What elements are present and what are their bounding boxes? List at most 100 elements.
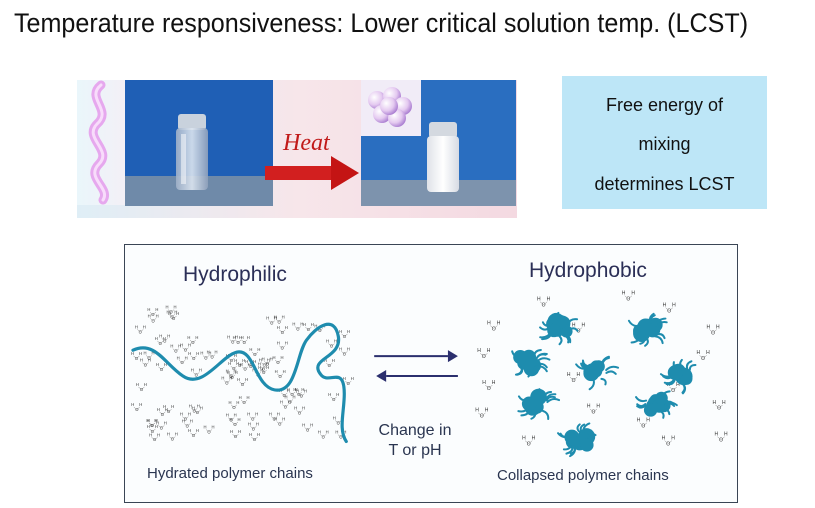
svg-text:H: H <box>266 361 269 366</box>
svg-text:H: H <box>343 430 346 435</box>
collapsed-globule-icon <box>511 348 551 378</box>
svg-text:H: H <box>287 388 290 393</box>
svg-text:H: H <box>274 417 277 422</box>
svg-text:H: H <box>226 368 229 373</box>
svg-text:O: O <box>487 386 491 392</box>
svg-text:H: H <box>235 370 238 375</box>
svg-text:H: H <box>230 417 233 422</box>
svg-text:H: H <box>310 423 313 428</box>
change-line-1: Change in <box>378 422 452 439</box>
svg-text:H: H <box>339 329 342 334</box>
cloudy-vial-icon <box>427 122 459 192</box>
svg-text:H: H <box>168 311 171 316</box>
svg-text:H: H <box>190 419 193 424</box>
svg-text:H: H <box>672 303 676 309</box>
svg-text:H: H <box>195 335 198 340</box>
svg-text:H: H <box>274 314 277 319</box>
svg-text:O: O <box>717 406 721 412</box>
free-energy-line-3: determines LCST <box>594 174 735 194</box>
svg-text:H: H <box>285 325 288 330</box>
svg-text:H: H <box>144 350 147 355</box>
svg-text:H: H <box>174 309 177 314</box>
svg-text:H: H <box>277 412 280 417</box>
svg-text:H: H <box>487 348 491 354</box>
collapsed-globule-icon <box>539 311 579 346</box>
svg-text:O: O <box>527 441 531 447</box>
svg-text:O: O <box>626 297 630 303</box>
svg-text:H: H <box>188 343 191 348</box>
svg-text:H: H <box>247 412 250 417</box>
svg-text:H: H <box>332 358 335 363</box>
svg-text:O: O <box>671 388 675 394</box>
hydrophilic-heading: Hydrophilic <box>183 263 287 286</box>
svg-text:H: H <box>248 421 251 426</box>
svg-text:H: H <box>199 368 202 373</box>
svg-text:H: H <box>296 389 299 394</box>
svg-text:H: H <box>347 346 350 351</box>
svg-text:H: H <box>192 405 195 410</box>
svg-text:H: H <box>292 395 295 400</box>
svg-text:H: H <box>221 376 224 381</box>
svg-text:H: H <box>234 368 237 373</box>
svg-text:H: H <box>212 425 215 430</box>
svg-text:H: H <box>200 405 203 410</box>
svg-text:H: H <box>227 335 230 340</box>
svg-text:H: H <box>188 428 191 433</box>
svg-text:H: H <box>135 324 138 329</box>
svg-text:H: H <box>204 425 207 430</box>
svg-text:H: H <box>228 361 231 366</box>
svg-text:H: H <box>492 380 496 386</box>
svg-text:H: H <box>712 400 716 406</box>
svg-text:H: H <box>301 387 304 392</box>
svg-text:O: O <box>667 308 671 314</box>
svg-text:H: H <box>671 435 675 441</box>
svg-text:H: H <box>140 358 143 363</box>
svg-text:H: H <box>156 313 159 318</box>
svg-text:H: H <box>714 432 718 438</box>
svg-text:H: H <box>167 432 170 437</box>
svg-text:H: H <box>275 369 278 374</box>
svg-text:H: H <box>497 320 501 326</box>
svg-text:H: H <box>196 428 199 433</box>
svg-text:O: O <box>492 326 496 332</box>
svg-text:H: H <box>302 423 305 428</box>
svg-text:H: H <box>259 358 262 363</box>
svg-text:H: H <box>200 351 203 356</box>
svg-text:H: H <box>234 353 237 358</box>
svg-text:O: O <box>641 424 645 430</box>
svg-text:H: H <box>334 339 337 344</box>
svg-text:H: H <box>258 361 261 366</box>
svg-text:H: H <box>269 412 272 417</box>
svg-text:H: H <box>596 404 600 410</box>
svg-text:H: H <box>347 329 350 334</box>
svg-text:H: H <box>227 370 230 375</box>
